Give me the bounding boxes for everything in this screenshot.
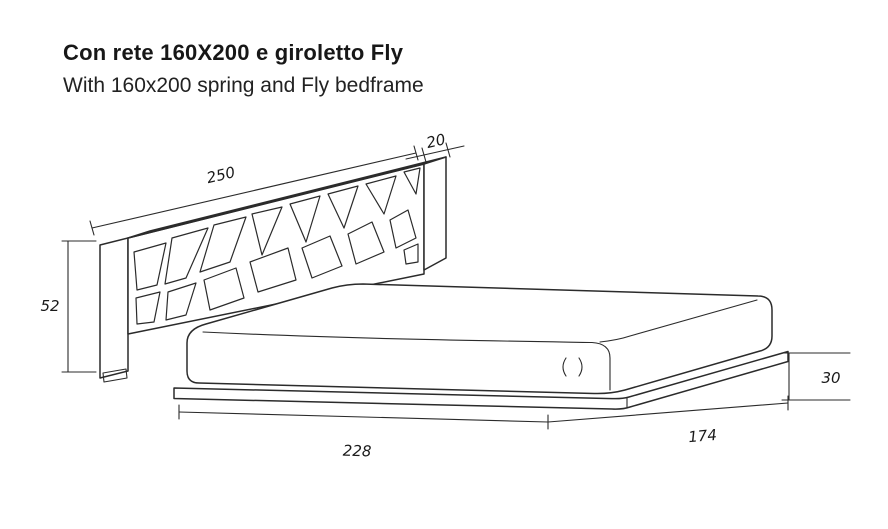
bedframe-outline [173,350,789,410]
pattern-cell [199,216,247,273]
dim-headboard-width: 250 [89,145,419,236]
mattress-corner-seam [578,357,583,377]
dim-headboard-thickness: 20 [405,130,465,163]
dim-value-bed-length: 228 [343,442,372,461]
pattern-cell [327,185,359,229]
headboard-panel-right-edge [423,156,447,271]
pattern-cell [403,167,421,195]
dim-tick [89,220,95,236]
dim-bed-length: 228 [178,404,549,461]
pattern-cell [289,195,321,243]
pattern-cell [251,206,283,256]
pattern-cell [365,175,397,215]
dim-value-bed-width: 174 [688,426,718,446]
pattern-cell [249,247,297,293]
dim-tick [421,147,427,163]
headboard-post-foot [102,368,128,383]
pattern-cell [301,235,343,279]
mattress-corner-seam [562,357,567,377]
pattern-cell [203,267,245,311]
dim-line [178,411,549,423]
page-subtitle: With 160x200 spring and Fly bedframe [63,74,424,97]
mattress-outline [186,283,773,395]
dim-value-headboard-width: 250 [205,163,237,187]
dim-tick [413,145,419,161]
dim-line [405,145,465,160]
headboard [99,156,447,383]
headboard-pattern [133,167,421,325]
dim-value-headboard-height: 52 [40,297,59,315]
mattress [186,283,773,395]
dim-headboard-height: 52 [40,240,97,373]
dim-line [91,152,417,229]
pattern-cell [403,243,419,265]
mattress-top-right-edge [599,299,758,343]
dimensions: 250 20 52 228 [40,130,851,461]
pattern-cell [164,227,209,285]
dim-frame-height: 30 [781,352,851,401]
dim-bed-width: 174 [547,395,789,446]
pattern-cell [389,209,417,249]
pattern-cell [133,242,167,291]
dim-value-headboard-thickness: 20 [425,130,448,152]
dim-value-frame-height: 30 [821,369,840,387]
headboard-post [99,237,129,379]
dim-line [547,402,789,423]
dim-tick [445,142,451,158]
pattern-cell [347,221,385,265]
bedframe [173,350,789,410]
pattern-cell [135,291,161,325]
mattress-top-front-edge [202,331,611,391]
page-title: Con rete 160X200 e giroletto Fly [63,40,404,65]
pattern-cell [165,282,197,321]
